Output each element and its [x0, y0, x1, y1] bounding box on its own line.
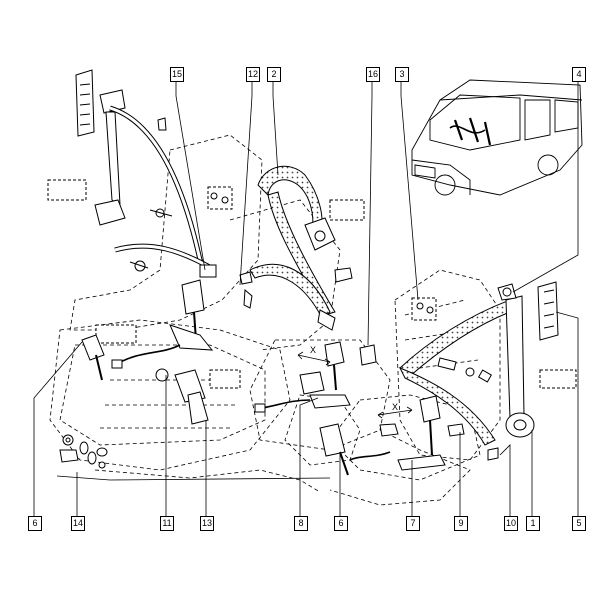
callout-8: 8 [294, 516, 308, 531]
callout-6-center: 6 [334, 516, 348, 531]
callout-15: 15 [170, 67, 184, 82]
callout-14: 14 [71, 516, 85, 531]
front-right-belt-assembly [379, 281, 577, 471]
dimension-marks [297, 351, 413, 419]
callout-13: 13 [200, 516, 214, 531]
centre-seat-belt-webbing [239, 165, 365, 331]
dimension-x-right: X [392, 402, 399, 412]
van-thumbnail [411, 79, 583, 196]
callout-4: 4 [572, 67, 586, 82]
leader-lines [33, 80, 579, 516]
callout-16: 16 [366, 67, 380, 82]
callout-5: 5 [572, 516, 586, 531]
callout-1: 1 [526, 516, 540, 531]
callout-2: 2 [267, 67, 281, 82]
centre-buckle-set [254, 341, 391, 476]
fixing-kit [59, 434, 108, 469]
callout-3: 3 [395, 67, 409, 82]
callout-9: 9 [454, 516, 468, 531]
front-left-belt-assembly [47, 69, 233, 278]
callout-7: 7 [406, 516, 420, 531]
callout-10: 10 [504, 516, 518, 531]
center-buckle-assembly [81, 279, 241, 425]
callout-12: 12 [246, 67, 260, 82]
callout-11: 11 [160, 516, 174, 531]
dimension-x-center: X [310, 345, 317, 355]
callout-6-left: 6 [28, 516, 42, 531]
